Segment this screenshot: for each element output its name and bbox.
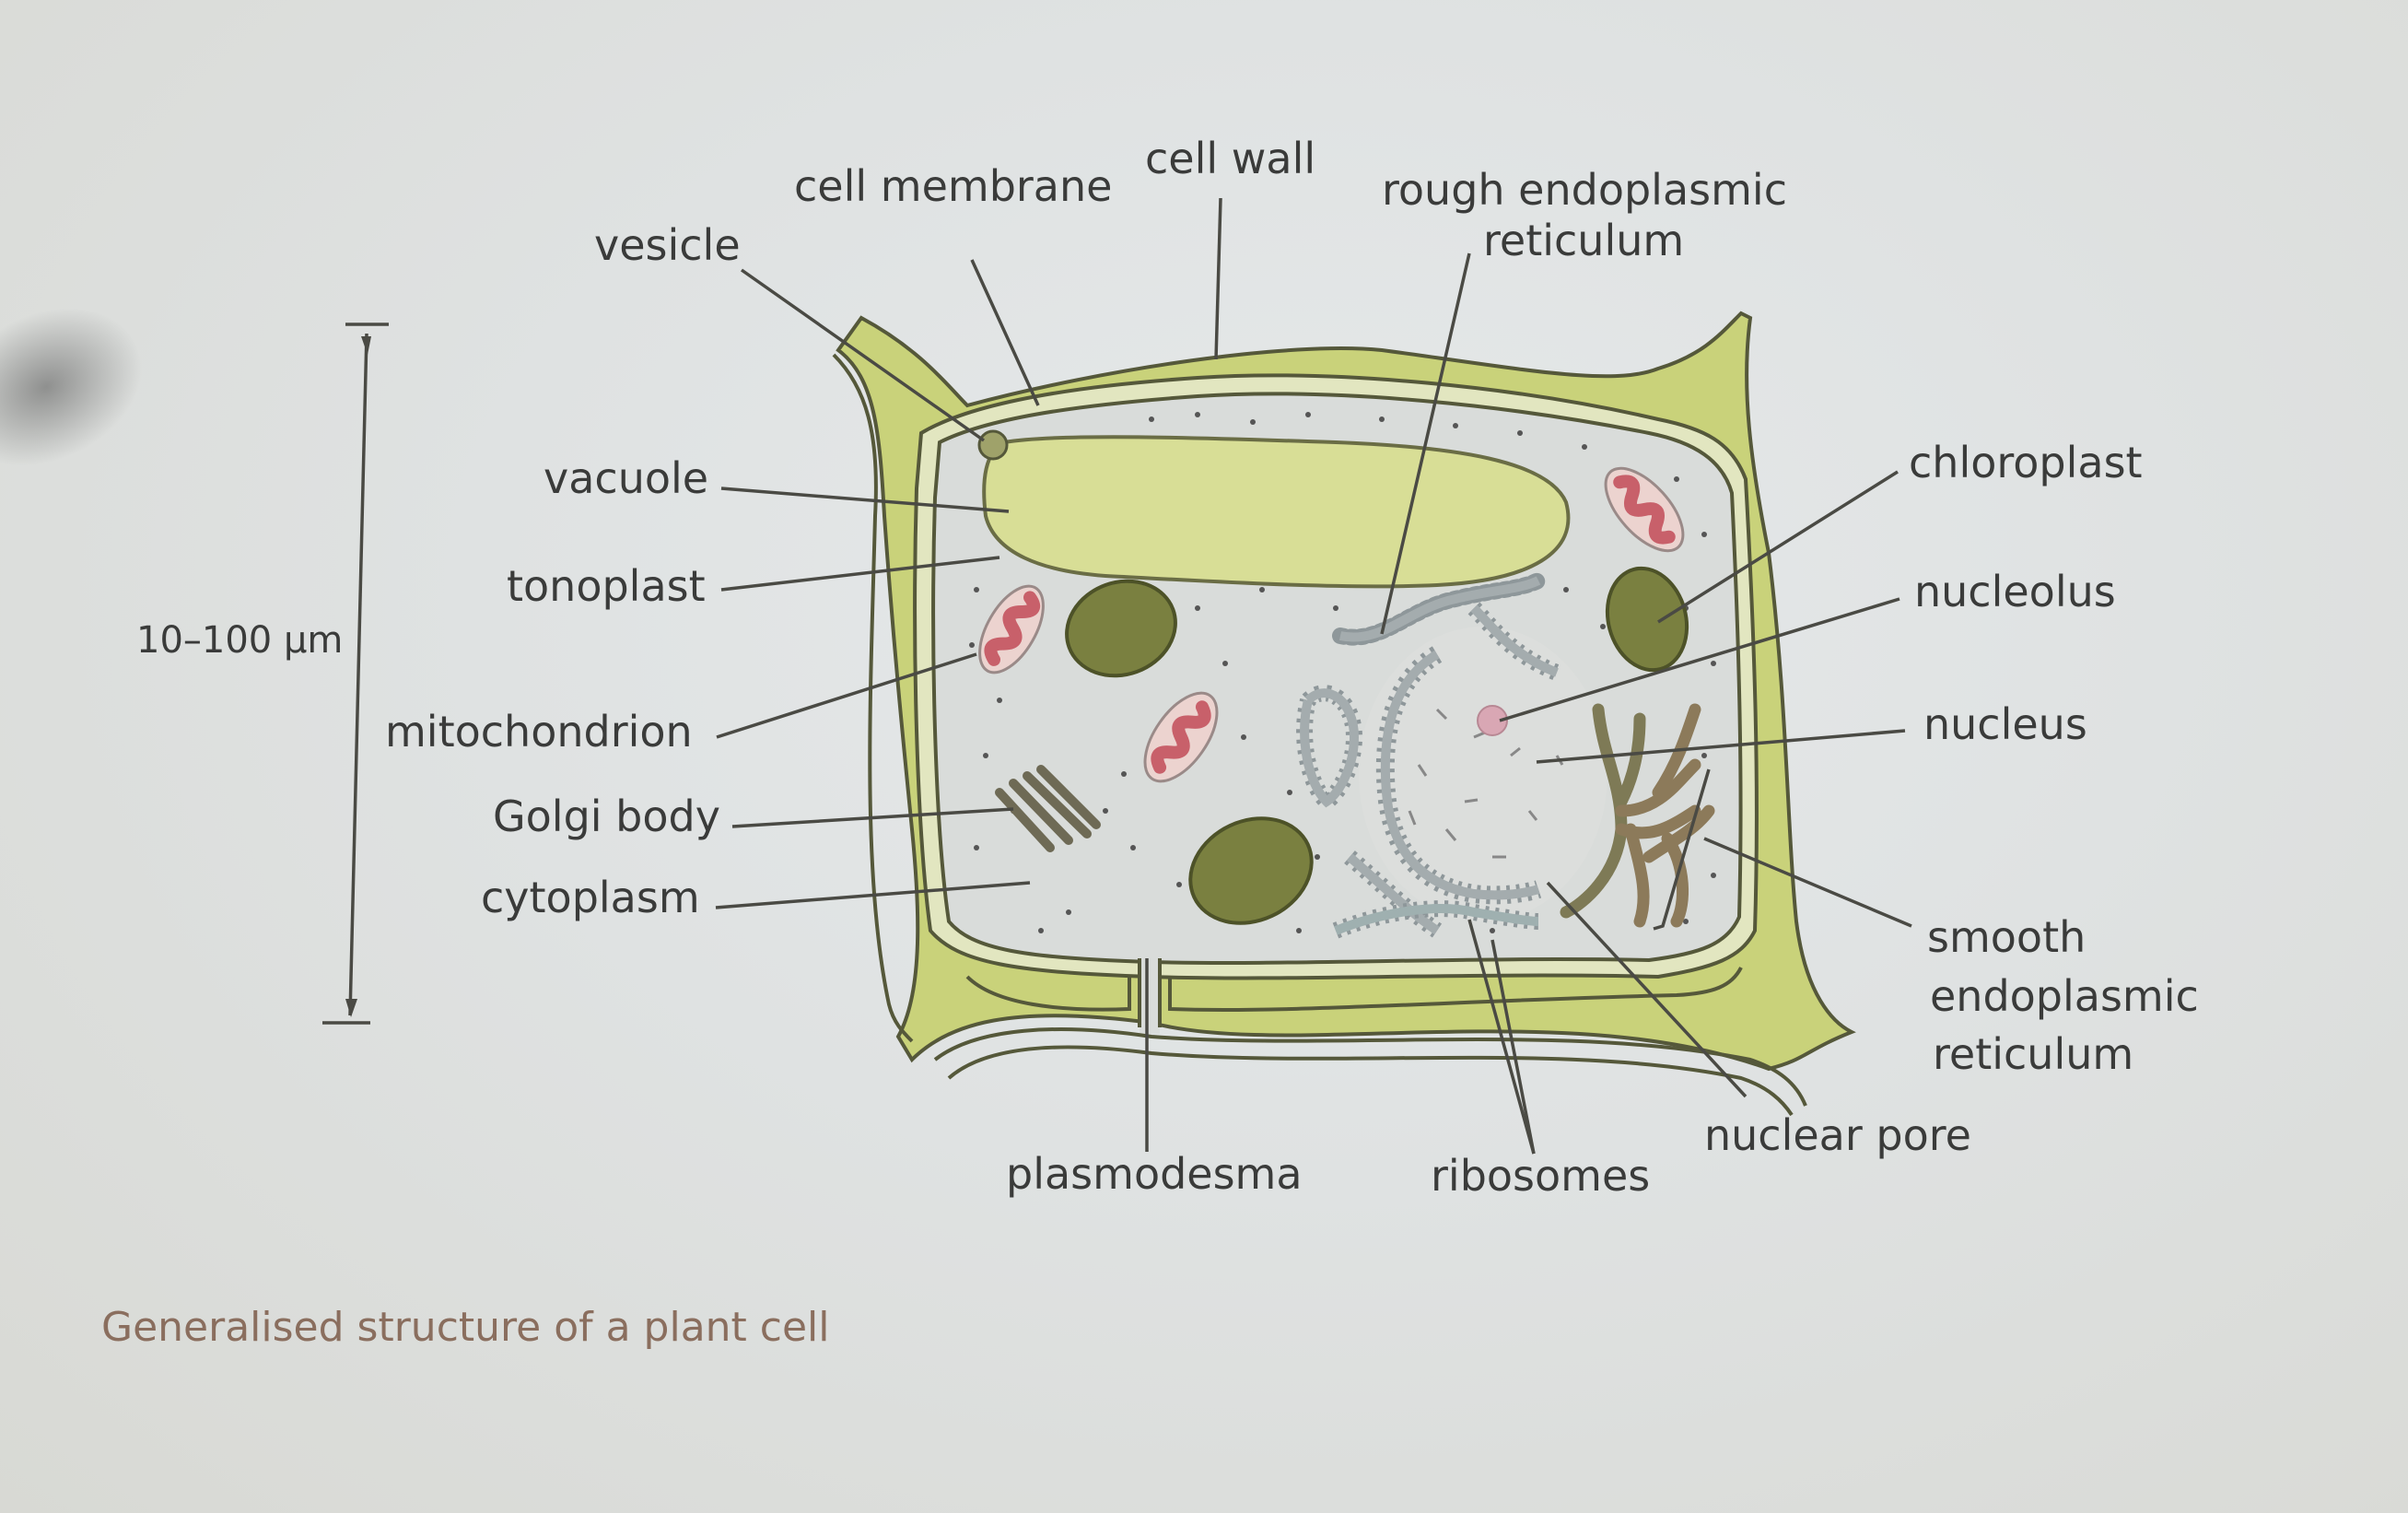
nucleus xyxy=(1359,627,1607,921)
label-smooth-er-3: reticulum xyxy=(1933,1029,2133,1079)
scale-bar-label: 10–100 µm xyxy=(136,619,343,662)
label-golgi-body: Golgi body xyxy=(493,792,720,841)
label-rough-er-1: rough endoplasmic xyxy=(1382,165,1787,215)
vesicle xyxy=(977,429,1009,461)
label-rough-er-2: reticulum xyxy=(1483,216,1684,265)
figure-caption: Generalised structure of a plant cell xyxy=(101,1304,830,1351)
rough-endoplasmic-reticulum xyxy=(1296,572,1561,939)
label-smooth-er-2: endoplasmic xyxy=(1930,971,2199,1021)
label-vacuole: vacuole xyxy=(544,453,708,503)
chloroplast xyxy=(1065,566,1689,925)
leader-lines xyxy=(322,197,1912,1155)
neighbour-wall-line xyxy=(933,1027,1807,1107)
label-smooth-er-1: smooth xyxy=(1927,912,2086,962)
plasmodesma xyxy=(965,958,1743,1034)
left-wall-line xyxy=(832,353,914,1043)
label-vesicle: vesicle xyxy=(594,220,741,270)
label-cell-wall: cell wall xyxy=(1145,134,1315,183)
neighbour-wall-line-2 xyxy=(947,1045,1794,1117)
label-cell-membrane: cell membrane xyxy=(794,161,1112,211)
labels: cell membrane cell wall rough endoplasmi… xyxy=(101,134,2199,1351)
label-nucleus: nucleus xyxy=(1923,699,2087,749)
label-ribosomes: ribosomes xyxy=(1431,1151,1650,1201)
label-tonoplast: tonoplast xyxy=(507,561,706,611)
label-mitochondrion: mitochondrion xyxy=(385,707,693,756)
label-plasmodesma: plasmodesma xyxy=(1006,1149,1303,1199)
mitochondrion xyxy=(1604,466,1685,553)
label-cytoplasm: cytoplasm xyxy=(481,873,700,922)
label-nuclear-pore: nuclear pore xyxy=(1704,1110,1971,1160)
nucleolus xyxy=(1477,705,1508,736)
golgi-body xyxy=(995,765,1101,852)
vacuole xyxy=(982,435,1571,589)
mitochondrion xyxy=(1143,691,1219,783)
label-nucleolus: nucleolus xyxy=(1914,567,2116,616)
mitochondrion xyxy=(978,584,1045,674)
label-chloroplast: chloroplast xyxy=(1909,438,2143,487)
